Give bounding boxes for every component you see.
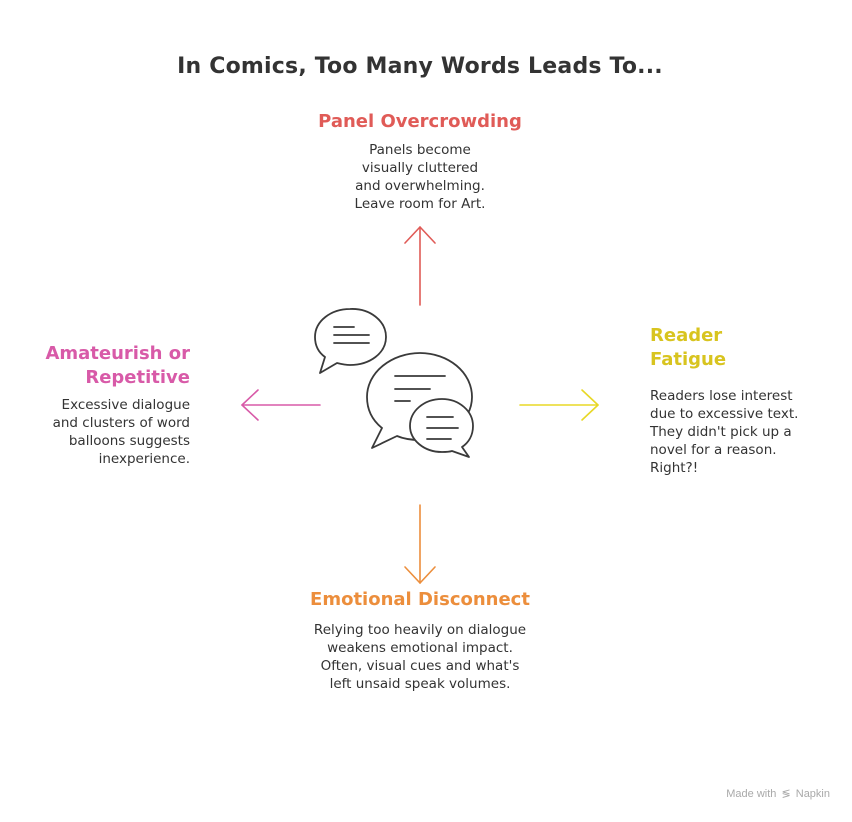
- branch-text-left: Excessive dialogue and clusters of word …: [52, 397, 190, 467]
- footer-credit: Made with ≶ Napkin: [700, 787, 830, 800]
- branch-heading-top: Panel Overcrowding: [318, 111, 522, 132]
- page-title: In Comics, Too Many Words Leads To...: [177, 54, 663, 79]
- footer-brand: Napkin: [795, 788, 830, 800]
- branch-heading-right: Reader Fatigue: [650, 325, 727, 370]
- branch-text-right: Readers lose interest due to excessive t…: [650, 388, 799, 476]
- arrow-right-icon: [519, 389, 599, 421]
- napkin-logo-icon: ≶: [781, 788, 791, 800]
- arrow-left-icon: [241, 389, 321, 421]
- arrow-down-icon: [404, 504, 436, 584]
- branch-heading-left: Amateurish or Repetitive: [45, 343, 190, 388]
- branch-heading-bottom: Emotional Disconnect: [310, 589, 530, 610]
- footer-prefix: Made with: [726, 788, 777, 800]
- arrow-up-icon: [404, 226, 436, 306]
- branch-text-top: Panels become visually cluttered and ove…: [354, 142, 486, 212]
- branch-text-bottom: Relying too heavily on dialogue weakens …: [313, 622, 527, 692]
